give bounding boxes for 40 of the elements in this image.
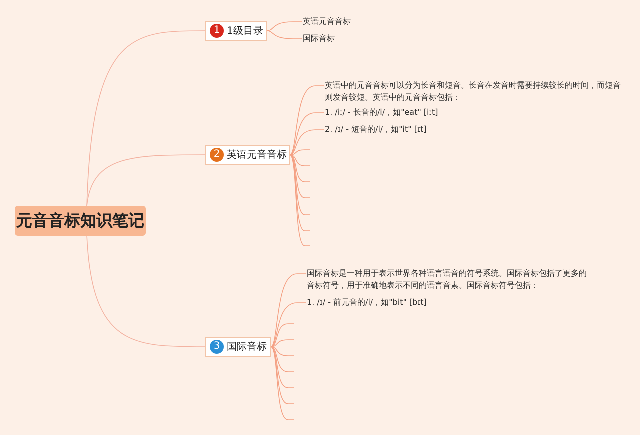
branch-text: 国际音标是一种用于表示世界各种语言语音的符号系统。国际音标包括了更多的音标符号，用于准确地表示不同的语言音素。国际音标符号包括： xyxy=(307,268,591,292)
topic-label: 国际音标 xyxy=(227,340,267,354)
branch-text: 1. /iː/ - 长音的/i/，如"eat" [iːt] xyxy=(325,107,525,119)
branch-text: 英语元音音标 xyxy=(303,16,373,28)
branch-line xyxy=(290,154,310,232)
branch-line xyxy=(270,346,294,372)
branch-line xyxy=(266,22,302,32)
branch-text: 英语中的元音音标可以分为长音和短音。长音在发音时需要持续较长的时间，而短音则发音较短。英语中的元音音标包括： xyxy=(325,80,623,104)
topic-box xyxy=(205,21,267,41)
branch-line xyxy=(290,130,324,156)
branch-line xyxy=(290,154,310,182)
branch-line xyxy=(86,154,206,206)
branch-line xyxy=(290,150,310,156)
branch-line xyxy=(290,86,324,156)
topic-label: 1级目录 xyxy=(227,25,264,38)
central-topic-box: 元音音标知识笔记 xyxy=(15,206,146,236)
branch-line xyxy=(290,154,310,198)
branch-line xyxy=(290,154,310,166)
branch-line xyxy=(270,346,294,420)
branch-line xyxy=(86,236,206,348)
branch-text: 2. /ɪ/ - 短音的/i/，如"it" [ɪt] xyxy=(325,124,525,136)
topic-label: 英语元音音标 xyxy=(227,148,287,162)
branch-line xyxy=(270,302,306,348)
branch-line xyxy=(270,340,294,348)
branch-line xyxy=(266,30,302,40)
branch-line xyxy=(290,154,310,246)
topic-box xyxy=(205,337,271,357)
branch-text: 国际音标 xyxy=(303,33,373,45)
branch-line xyxy=(270,324,294,348)
topic-box xyxy=(205,145,290,165)
number-badge: 1 xyxy=(210,24,224,38)
branch-line xyxy=(290,112,324,156)
branch-text: 1. /ɪ/ - 前元音的/i/，如"bit" [bɪt] xyxy=(307,297,507,309)
branch-line xyxy=(86,30,206,206)
number-badge: 3 xyxy=(210,340,224,354)
branch-line xyxy=(270,274,306,348)
branch-line xyxy=(270,346,294,388)
branch-line xyxy=(270,346,294,404)
branch-line xyxy=(270,346,294,356)
number-badge: 2 xyxy=(210,148,224,162)
